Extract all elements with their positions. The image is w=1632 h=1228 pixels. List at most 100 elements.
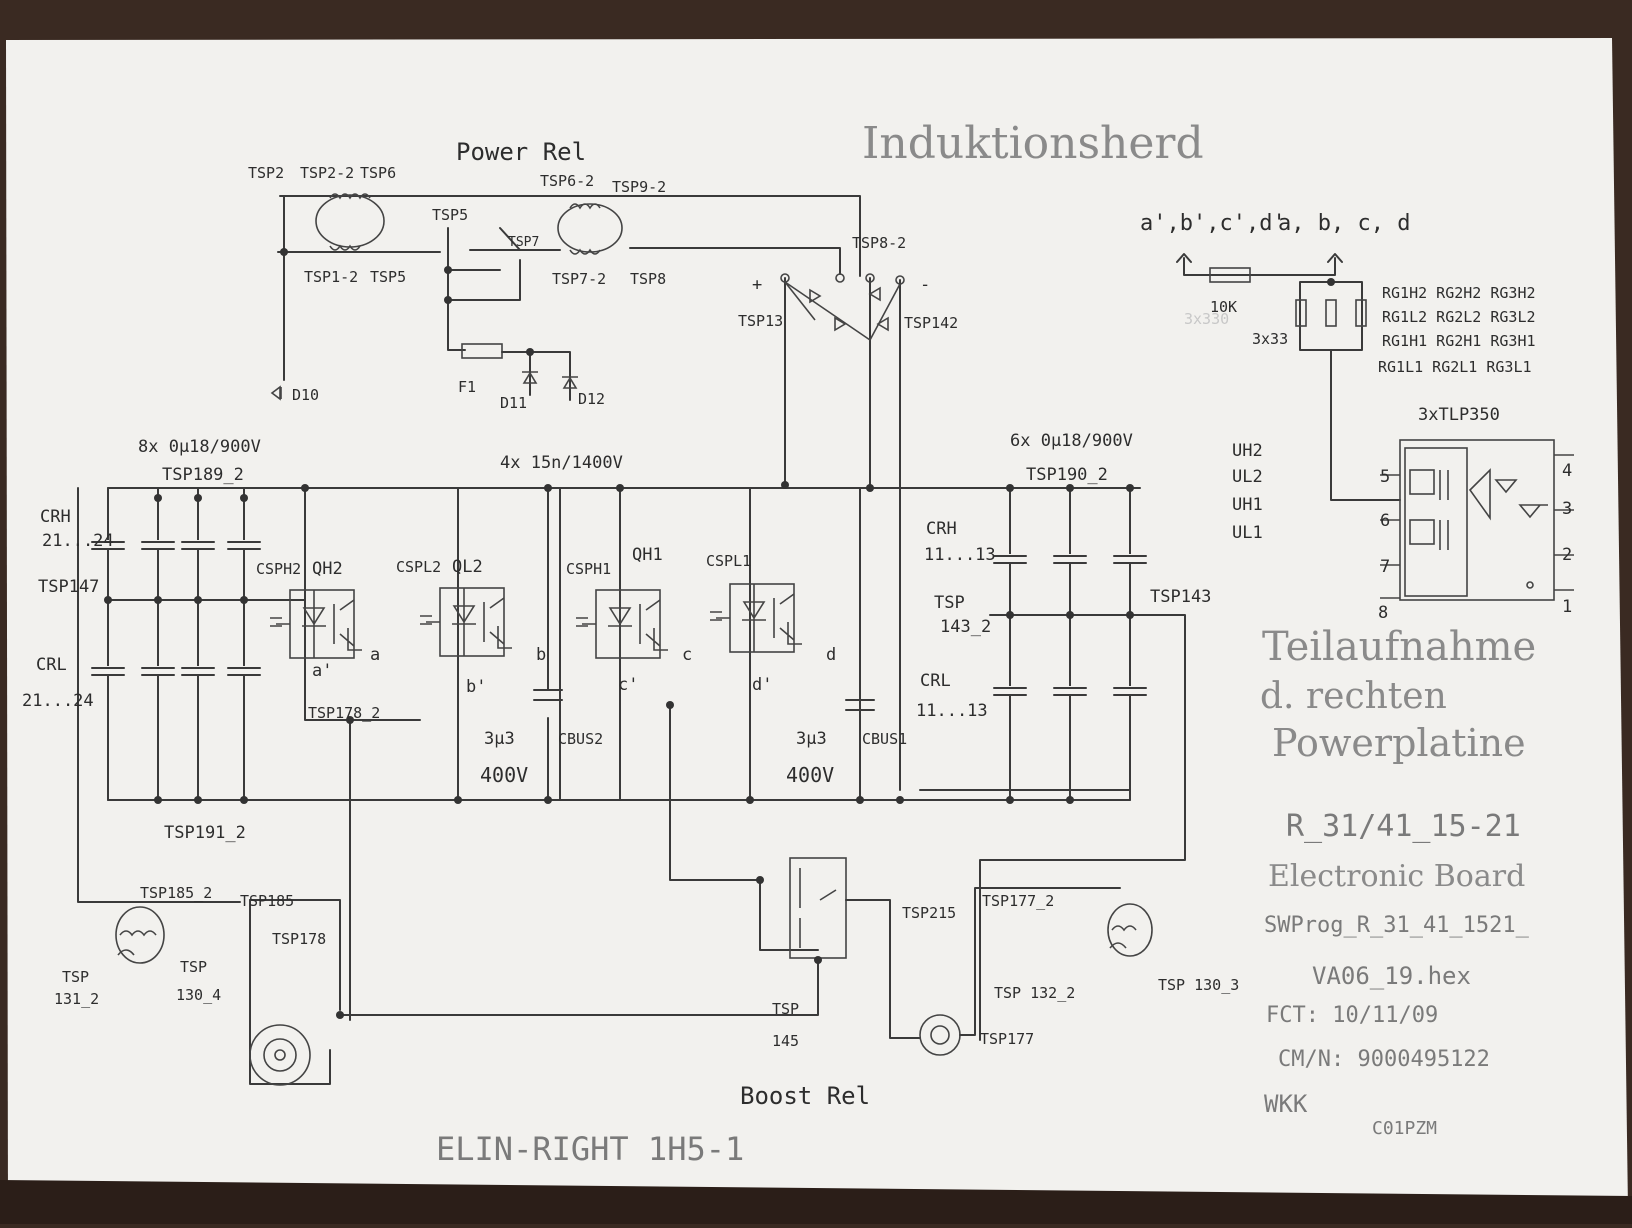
gd-resistor: 10K (1210, 298, 1237, 316)
capacitor-crh-left-1 (91, 540, 125, 550)
label-tsp177: TSP177 (980, 1030, 1034, 1048)
junction-dot-14 (746, 796, 754, 804)
gd-rg-row3: RG1H1 RG2H1 RG3H1 (1382, 332, 1536, 350)
capacitor-crl-left-3 (181, 666, 215, 676)
note-powerplatine: Powerplatine (1272, 721, 1526, 765)
junction-dot-34 (1327, 278, 1335, 286)
note-cmn: CM/N: 9000495122 (1278, 1047, 1490, 1072)
junction-dot-32 (814, 956, 822, 964)
note-hexfile: VA06_19.hex (1312, 962, 1471, 990)
right-bank-tsp-mid: TSP (934, 593, 965, 613)
boost-relay-section (77, 487, 1153, 1086)
boost-rel-title: Boost Rel (740, 1082, 870, 1110)
label-tsp130-b: 130_4 (176, 986, 221, 1004)
gd-pin-7: 7 (1380, 557, 1390, 577)
junction-dot-24 (1066, 484, 1074, 492)
gd-pin-8: 8 (1378, 603, 1388, 623)
junction-dot-33 (756, 876, 764, 884)
diagram-title: Induktionsherd (862, 118, 1204, 169)
right-bank-crh: CRH (926, 519, 957, 539)
capacitor-crh-right-3 (1113, 554, 1147, 564)
note-board: Electronic Board (1268, 859, 1525, 894)
left-bank-tsp-bot: TSP191_2 (164, 823, 246, 843)
label-d12: D12 (578, 390, 605, 408)
right-bank-crl-range: 11...13 (916, 701, 988, 721)
power-relay-section (270, 193, 905, 791)
right-capacitor-bank (919, 487, 1186, 1041)
igbt-ql2 (420, 587, 512, 657)
right-bank-tsp-mid-num: 143_2 (940, 617, 991, 637)
capacitor-crh-left-2 (141, 540, 175, 550)
capacitor-crl-left-1 (91, 666, 125, 676)
footer-title: ELIN-RIGHT 1H5-1 (436, 1130, 744, 1168)
label-tsp131-a: TSP (62, 968, 89, 986)
gd-signal-uh1: UH1 (1232, 495, 1263, 515)
gate-driver-section (1176, 253, 1574, 601)
gd-signal-uh2: UH2 (1232, 441, 1263, 461)
label-tsp1-2: TSP1-2 (304, 268, 358, 286)
junction-dot-26 (1066, 611, 1074, 619)
gd-signal-ul2: UL2 (1232, 467, 1263, 487)
label-d10: D10 (292, 386, 319, 404)
junction-dot-20 (616, 484, 624, 492)
sw2-gate: b (536, 645, 546, 665)
junction-dot-2 (154, 494, 162, 502)
capacitor-crh-left-4 (227, 540, 261, 550)
label-tsp132-2: TSP 132_2 (994, 984, 1075, 1002)
junction-dot-5 (104, 596, 112, 604)
bus-capacitors (533, 487, 875, 801)
label-tsp5b: TSP5 (370, 268, 406, 286)
gd-top-left: a',b',c',d' (1140, 211, 1286, 236)
left-bank-crh-range: 21...24 (42, 531, 114, 551)
igbt-qh2 (270, 589, 362, 659)
gd-chip: 3xTLP350 (1418, 405, 1500, 425)
junction-dot-30 (666, 701, 674, 709)
junction-dot-19 (544, 484, 552, 492)
left-bank-crl-range: 21...24 (22, 691, 94, 711)
sw1-emit: a' (312, 661, 332, 681)
label-tsp2-2: TSP2-2 (300, 164, 354, 182)
junction-dot-9 (154, 796, 162, 804)
sw4-gate: d (826, 645, 836, 665)
junction-dot-23 (1006, 484, 1014, 492)
paper-sheet (6, 38, 1628, 1218)
power-rel-title: Power Rel (456, 138, 586, 166)
sw4-emit: d' (752, 675, 772, 695)
junction-dot-28 (1006, 611, 1014, 619)
capacitor-crh-right-2 (1053, 554, 1087, 564)
label-tsp131-b: 131_2 (54, 990, 99, 1008)
gd-rg-row2: RG1L2 RG2L2 RG3L2 (1382, 308, 1536, 326)
sw4-cs: CSPL1 (706, 552, 751, 570)
bus-cap2-voltage: 400V (786, 763, 834, 787)
label-tsp8: TSP8 (630, 270, 666, 288)
junction-dot-10 (194, 796, 202, 804)
junction-dot-17 (1006, 796, 1014, 804)
label-f1: F1 (458, 378, 476, 396)
sw3-gate: c (682, 645, 692, 665)
note-model: R_31/41_15-21 (1286, 809, 1521, 844)
gd-pin-4: 4 (1562, 461, 1572, 481)
junction-dot-4 (240, 494, 248, 502)
gd-pin-1: 1 (1562, 597, 1572, 617)
junction-dot-11 (240, 796, 248, 804)
capacitor-crl-right-3 (1113, 686, 1147, 696)
gd-top-right: a, b, c, d (1278, 211, 1410, 236)
bus-cap1-voltage: 400V (480, 763, 528, 787)
label-tsp8-2: TSP8-2 (852, 234, 906, 252)
label-tsp9-2: TSP9-2 (612, 178, 666, 196)
note-swprog: SWProg_R_31_41_1521_ (1264, 913, 1530, 938)
label-tsp2: TSP2 (248, 164, 284, 182)
label-tsp13: TSP13 (738, 312, 783, 330)
label-tsp177-2: TSP177_2 (982, 892, 1054, 910)
label-tsp185-2: TSP185_2 (140, 884, 212, 902)
junction-dot-15 (856, 796, 864, 804)
label-tsp145-a: TSP (772, 1000, 799, 1018)
capacitor-crh-left-3 (181, 540, 215, 550)
junction-dot-3 (194, 494, 202, 502)
junction-dot-18 (1066, 796, 1074, 804)
capacitor-crl-right-1 (993, 686, 1027, 696)
sw2-q: QL2 (452, 557, 483, 577)
igbt-qh1 (576, 589, 668, 659)
right-bank-crh-range: 11...13 (924, 545, 996, 565)
